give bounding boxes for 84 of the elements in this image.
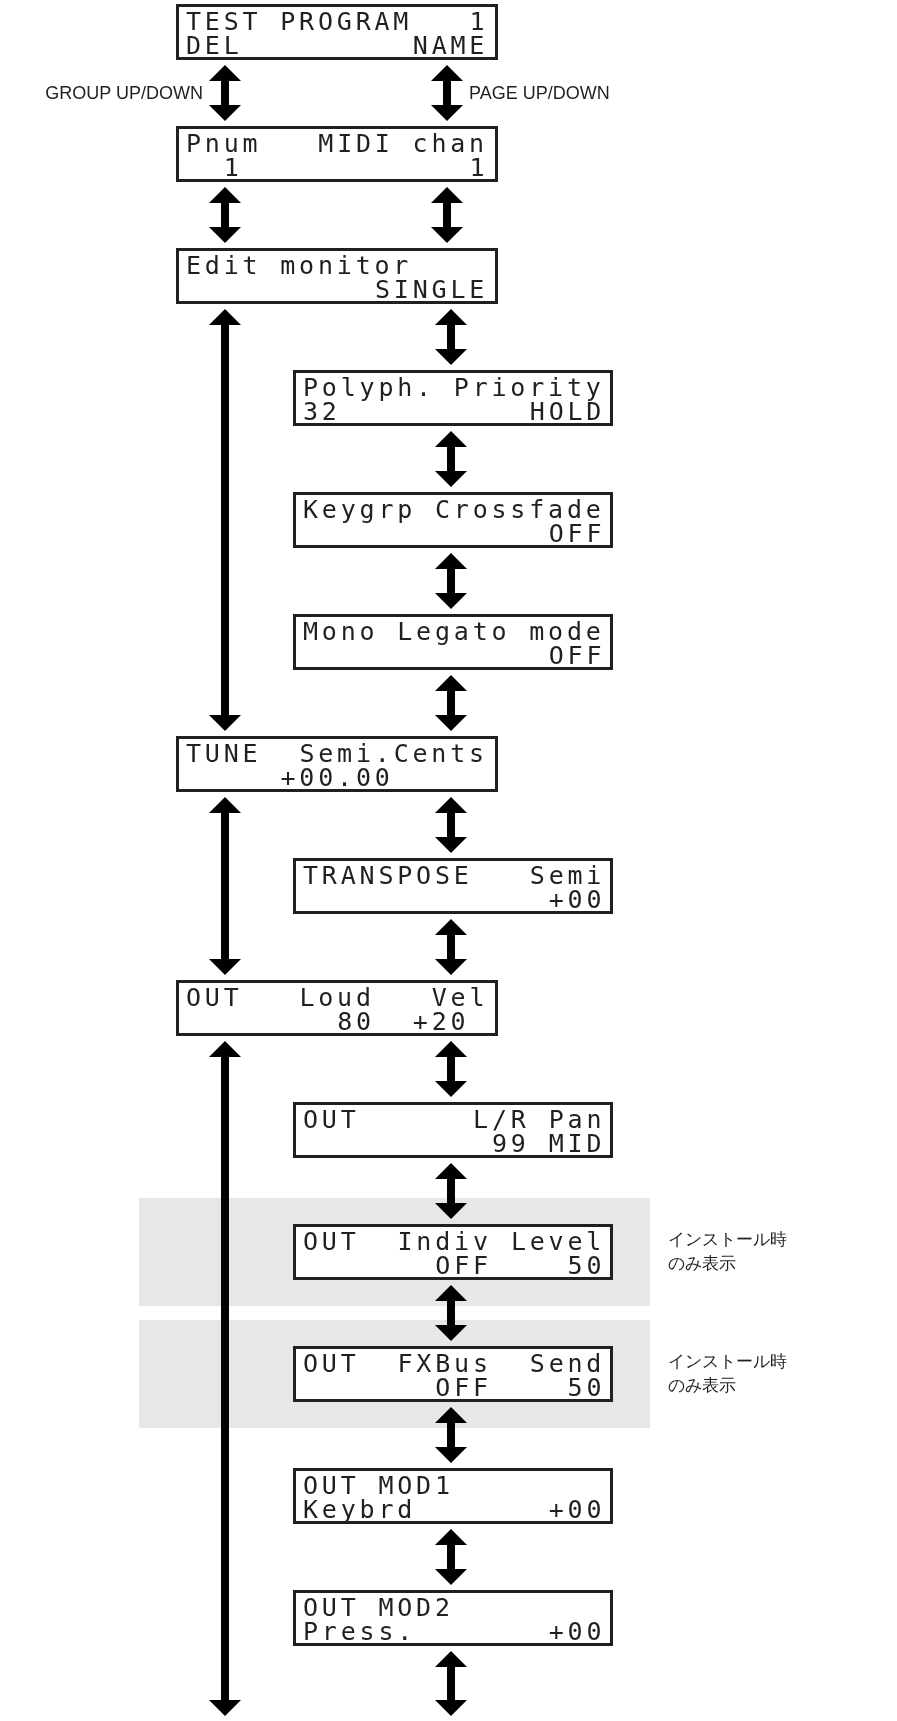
double-arrow — [209, 1041, 241, 1716]
display-text: +00 — [548, 888, 606, 912]
note-text: インストール時のみ表示 — [668, 1229, 788, 1275]
double-arrow — [435, 1407, 467, 1463]
display-text: MID — [548, 1132, 606, 1156]
display-text: OFF — [548, 644, 606, 668]
display-text: OUT — [303, 1230, 360, 1254]
double-arrow — [431, 187, 463, 243]
double-arrow — [209, 187, 241, 243]
display-text: Semi — [529, 864, 606, 888]
lcd-display — [176, 126, 498, 182]
display-text: Vel — [431, 986, 489, 1010]
display-text: OFF — [435, 1254, 492, 1278]
double-arrow — [435, 675, 467, 731]
display-text: Semi.Cents — [299, 742, 488, 766]
lcd-display — [176, 248, 498, 304]
lcd-display — [293, 614, 613, 670]
display-text: +00 — [548, 1620, 606, 1644]
display-text: 80 — [337, 1010, 375, 1034]
double-arrow — [435, 919, 467, 975]
double-arrow — [435, 1163, 467, 1219]
double-arrow — [435, 1285, 467, 1341]
display-text: HOLD — [529, 400, 606, 424]
lcd-display — [293, 1346, 613, 1402]
double-arrow — [435, 553, 467, 609]
display-text: 99 — [492, 1132, 530, 1156]
display-text: L/R — [473, 1108, 530, 1132]
lcd-display — [293, 1224, 613, 1280]
display-text: 1 — [469, 156, 489, 180]
display-text: OUT MOD1 — [303, 1474, 454, 1498]
lcd-display — [293, 370, 613, 426]
display-text: Edit monitor — [186, 254, 413, 278]
lcd-display — [176, 4, 498, 60]
double-arrow — [435, 1041, 467, 1097]
display-text: OUT — [303, 1108, 360, 1132]
display-text: 1 — [223, 156, 243, 180]
display-text: Polyph. Priority — [303, 376, 605, 400]
display-text: Pan — [548, 1108, 606, 1132]
double-arrow — [435, 431, 467, 487]
display-text: 50 — [567, 1376, 606, 1400]
display-text: DEL — [186, 34, 243, 58]
display-text: Send — [529, 1352, 606, 1376]
display-text: +00.00 — [280, 766, 394, 790]
display-text: Keygrp Crossfade — [303, 498, 605, 522]
display-text: OFF — [435, 1376, 492, 1400]
lcd-display — [293, 1468, 613, 1524]
display-text: TEST PROGRAM — [186, 10, 413, 34]
display-text: OUT — [303, 1352, 360, 1376]
double-arrow — [209, 309, 241, 731]
display-text: TRANSPOSE — [303, 864, 473, 888]
display-text: OUT MOD2 — [303, 1596, 454, 1620]
lcd-display — [293, 1102, 613, 1158]
lcd-display — [293, 858, 613, 914]
double-arrow — [435, 1651, 467, 1716]
double-arrow — [435, 1529, 467, 1585]
lcd-display — [293, 1590, 613, 1646]
lcd-display — [176, 736, 498, 792]
display-text: Level — [510, 1230, 606, 1254]
display-text: MIDI chan — [318, 132, 488, 156]
double-arrow — [431, 65, 463, 121]
display-text: Indiv — [397, 1230, 492, 1254]
display-text: Loud — [299, 986, 375, 1010]
display-text: SINGLE — [375, 278, 489, 302]
double-arrow — [435, 309, 467, 365]
display-text: +00 — [548, 1498, 606, 1522]
display-text: NAME — [412, 34, 489, 58]
display-text: OUT — [186, 986, 243, 1010]
lcd-display — [293, 492, 613, 548]
display-text: 1 — [469, 10, 489, 34]
lcd-display — [176, 980, 498, 1036]
display-text: +20 — [412, 1010, 470, 1034]
double-arrow — [435, 797, 467, 853]
display-text: Press. — [303, 1620, 417, 1644]
display-text: TUNE — [186, 742, 262, 766]
double-arrow — [209, 797, 241, 975]
display-text: Mono Legato mode — [303, 620, 605, 644]
note-text: インストール時のみ表示 — [668, 1351, 788, 1397]
display-text: OFF — [548, 522, 606, 546]
display-text: FXBus — [397, 1352, 492, 1376]
display-text: Pnum — [186, 132, 262, 156]
double-arrow — [209, 65, 241, 121]
display-text: 50 — [567, 1254, 606, 1278]
display-text: Keybrd — [303, 1498, 417, 1522]
display-text: 32 — [303, 400, 341, 424]
